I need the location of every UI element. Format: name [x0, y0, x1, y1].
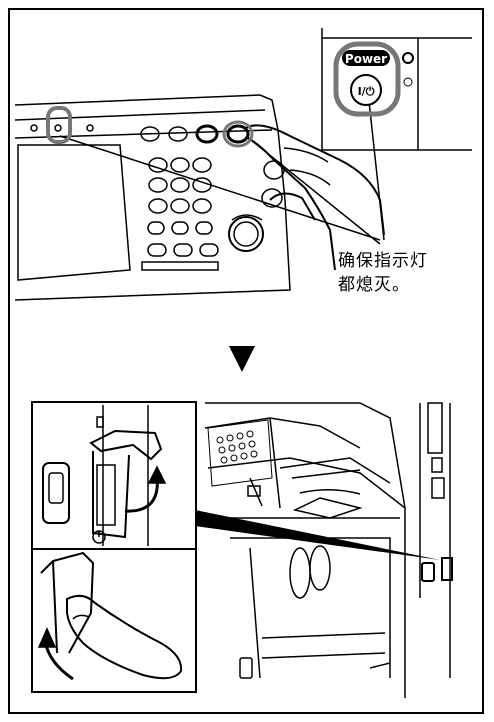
operation-panel-illustration: Power I/⏻ — [14, 28, 472, 301]
inset-divider — [33, 548, 195, 550]
power-key-button[interactable] — [350, 74, 382, 106]
main-power-switch-illustration — [195, 402, 453, 698]
switch-closeup-inset — [31, 401, 197, 693]
switch-closeup-drawing — [37, 405, 183, 681]
document-frame — [8, 8, 484, 714]
power-label-text: Power — [345, 52, 387, 66]
power-symbol-icon: I/⏻ — [358, 85, 375, 98]
down-triangle-icon — [229, 346, 255, 372]
instruction-callout-text: 确保指示灯 都熄灭。 — [338, 251, 428, 295]
